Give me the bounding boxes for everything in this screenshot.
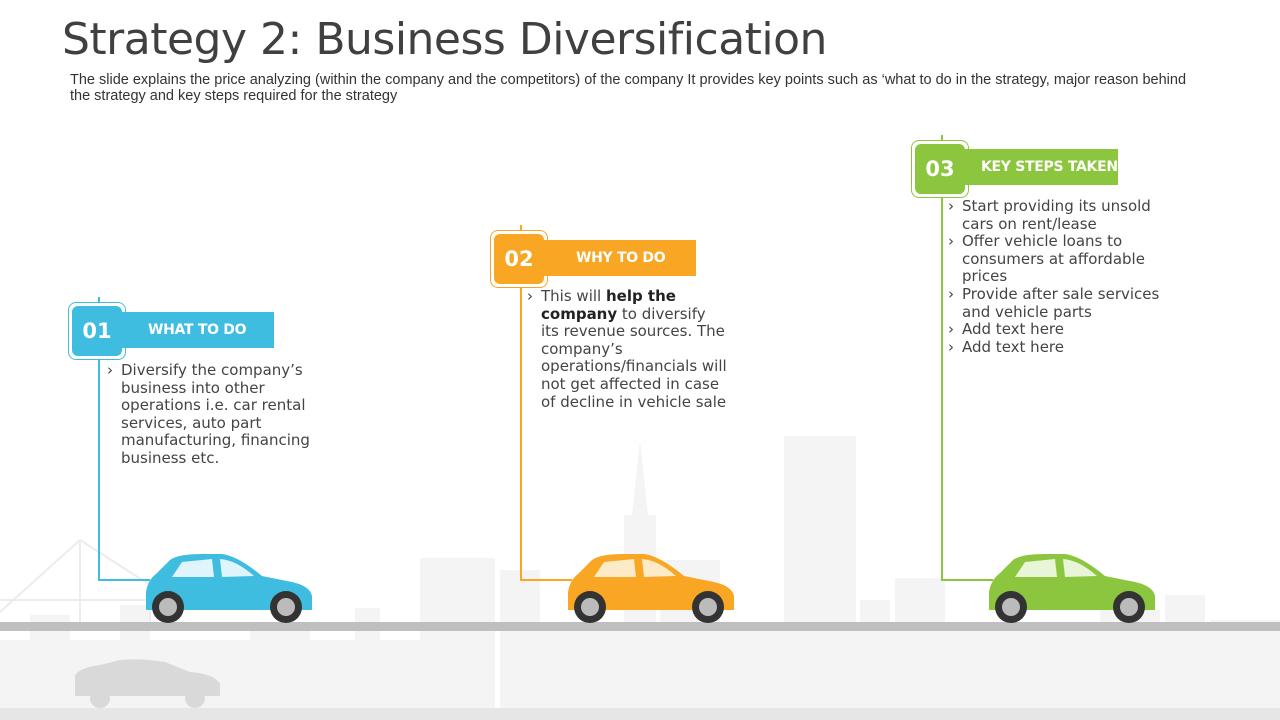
connector-tick-03 bbox=[941, 135, 943, 141]
grey-car-silhouette-icon bbox=[75, 659, 220, 708]
connector-tick-01 bbox=[98, 297, 100, 303]
step-heading-01: WHAT TO DO bbox=[122, 312, 274, 348]
step-points-02: This will help the company to diversify … bbox=[527, 287, 727, 411]
road-bottom-strip bbox=[0, 708, 1280, 720]
point-text-bold: help the company bbox=[541, 287, 676, 323]
list-item: Provide after sale services and vehicle … bbox=[948, 285, 1178, 321]
step-number-03: 03 bbox=[915, 144, 965, 194]
list-item: Add text here bbox=[948, 321, 1178, 339]
point-text-post: to diversify its revenue sources. The co… bbox=[541, 304, 727, 411]
road bbox=[0, 622, 1280, 631]
list-item: This will help the company to diversify … bbox=[527, 287, 727, 411]
connector-line-03 bbox=[941, 195, 943, 580]
car-icon-green bbox=[989, 554, 1155, 623]
step-points-03: Start providing its unsold cars on rent/… bbox=[948, 197, 1178, 357]
car-icon-orange bbox=[568, 554, 734, 623]
list-item: Diversify the company’s business into ot… bbox=[107, 361, 312, 468]
connector-line-01-horizontal bbox=[98, 579, 150, 581]
connector-line-03-horizontal bbox=[941, 579, 993, 581]
page-subtitle: The slide explains the price analyzing (… bbox=[70, 72, 1187, 104]
connector-line-02-horizontal bbox=[520, 579, 572, 581]
step-number-02: 02 bbox=[494, 234, 544, 284]
point-text-pre: This will bbox=[541, 287, 606, 305]
step-heading-03: KEY STEPS TAKEN bbox=[965, 149, 1118, 185]
step-number-01: 01 bbox=[72, 306, 122, 356]
list-item: Start providing its unsold cars on rent/… bbox=[948, 197, 1178, 233]
step-points-01: Diversify the company’s business into ot… bbox=[107, 361, 312, 468]
list-item: Add text here bbox=[948, 338, 1178, 357]
list-item: Offer vehicle loans to consumers at affo… bbox=[948, 232, 1178, 286]
page-title: Strategy 2: Business Diversification bbox=[62, 14, 827, 65]
step-heading-02: WHY TO DO bbox=[544, 240, 696, 276]
connector-line-01 bbox=[98, 358, 100, 580]
connector-tick-02 bbox=[520, 225, 522, 231]
connector-line-02 bbox=[520, 286, 522, 580]
car-icon-blue bbox=[146, 554, 312, 623]
